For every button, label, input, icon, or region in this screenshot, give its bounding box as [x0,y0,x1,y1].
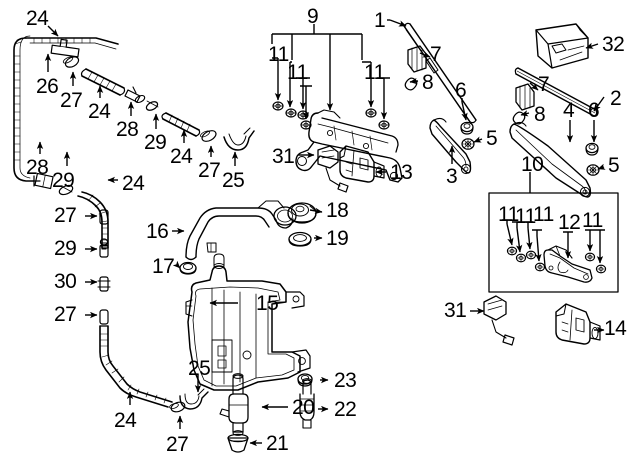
callout-25a: 25 [222,169,245,192]
callout-9: 9 [307,5,319,28]
callout-24b: 24 [88,100,111,123]
callout-1: 1 [374,9,386,32]
callout-11g: 11 [582,209,603,232]
callout-29b: 29 [52,169,75,192]
callout-17: 17 [152,255,175,278]
callout-6b: 6 [588,99,600,122]
callout-11c: 11 [364,61,385,84]
callout-27d: 27 [54,303,77,326]
callout-6a: 6 [455,79,467,102]
callout-23: 23 [334,369,357,392]
callout-2: 2 [610,87,622,110]
callout-25b: 25 [188,357,211,380]
callout-11d: 11 [498,203,519,226]
callout-8a: 8 [422,71,434,94]
callout-7a: 7 [430,43,442,66]
callout-19: 19 [326,227,349,250]
callout-28a: 28 [116,118,139,141]
callout-10: 10 [521,153,544,176]
callout-5b: 5 [608,154,620,177]
callout-26: 26 [36,75,59,98]
callout-29a: 29 [144,131,167,154]
callout-29c: 29 [54,237,77,260]
callout-27a: 27 [60,89,83,112]
callout-12: 12 [558,211,581,234]
callout-8b: 8 [534,103,546,126]
callout-3: 3 [446,165,458,188]
callout-14: 14 [604,317,627,340]
callout-27e: 27 [166,433,189,456]
callout-24c: 24 [170,145,193,168]
callout-27c: 27 [54,204,77,227]
callout-20: 20 [292,396,315,419]
callout-11b: 11 [287,61,308,84]
callout-11a: 11 [268,43,289,66]
callout-21: 21 [266,432,289,455]
callout-7b: 7 [538,73,550,96]
callout-24d: 24 [122,172,145,195]
callout-15: 15 [256,292,279,315]
callout-31a: 31 [272,145,295,168]
callout-30: 30 [54,270,77,293]
callout-28b: 28 [26,156,49,179]
callout-32: 32 [602,33,625,56]
callout-31b: 31 [444,299,467,322]
callout-24a: 24 [26,7,49,30]
callout-18: 18 [326,199,349,222]
callout-16: 16 [146,220,169,243]
callout-4: 4 [563,99,575,122]
callout-5a: 5 [486,127,498,150]
callout-27b: 27 [198,159,221,182]
callout-11e: 11 [515,205,536,228]
callout-11f: 11 [533,203,554,226]
callout-22: 22 [334,398,357,421]
callout-24e: 24 [114,409,137,432]
callout-13: 13 [390,161,413,184]
